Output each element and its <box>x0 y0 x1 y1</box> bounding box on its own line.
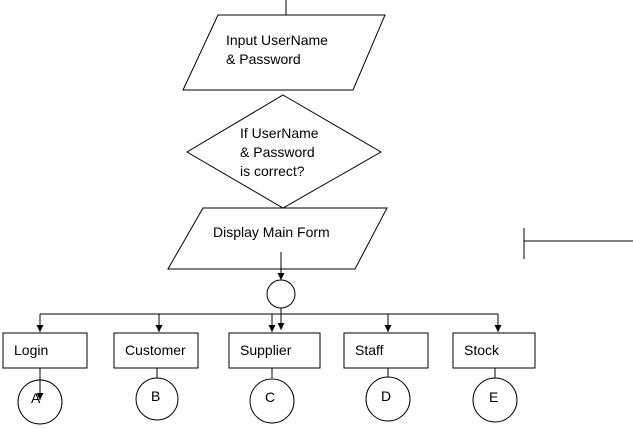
module-box-login <box>2 332 88 369</box>
display-shape <box>167 207 388 270</box>
connector-circle-c <box>249 378 295 424</box>
module-box-supplier <box>228 332 321 369</box>
connector-circle-d <box>365 376 411 422</box>
module-label-login: Login <box>14 342 49 358</box>
connector-circle-b <box>135 377 179 421</box>
connector-label-a: A <box>31 390 41 406</box>
connector-label-b: B <box>151 388 161 404</box>
connector-label-c: C <box>265 389 276 405</box>
module-label-supplier: Supplier <box>240 342 292 358</box>
input-label-line1: Input UserName <box>226 32 328 48</box>
module-label-staff: Staff <box>355 342 384 358</box>
connector-label-d: D <box>381 388 392 404</box>
module-label-stock: Stock <box>464 342 500 358</box>
decision-label-line1: If UserName <box>240 125 319 141</box>
input-label-line2: & Password <box>226 51 301 67</box>
module-box-stock <box>452 332 536 369</box>
module-box-customer <box>113 332 199 369</box>
module-label-customer: Customer <box>125 342 186 358</box>
connector-circle-e <box>472 377 518 423</box>
display-label: Display Main Form <box>213 224 330 240</box>
central-connector <box>266 279 296 309</box>
module-box-staff <box>343 332 429 369</box>
decision-label-line3: is correct? <box>240 163 305 179</box>
connector-label-e: E <box>489 389 499 405</box>
decision-label-line2: & Password <box>240 144 315 160</box>
input-shape <box>182 14 386 91</box>
